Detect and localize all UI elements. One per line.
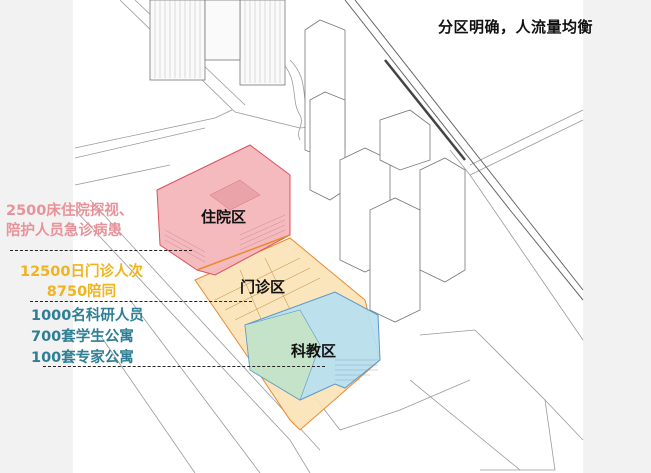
leader-line-inpatient [10, 250, 192, 251]
outpatient-note: 12500日门诊人次 8750陪同 [20, 262, 143, 302]
outpatient-note-line: 8750陪同 [46, 284, 117, 300]
inpatient-note-line: 2500床住院探视、 [6, 203, 134, 219]
outpatient-note-line: 12500日门诊人次 [20, 264, 143, 280]
inpatient-note-line: 陪护人员急诊病患 [6, 223, 122, 239]
research-note-line: 700套学生公寓 [31, 329, 134, 345]
research-note-line: 100套专家公寓 [31, 350, 134, 366]
zone-label-outpatient: 门诊区 [240, 278, 286, 296]
leader-line-research [43, 366, 325, 367]
zone-label-research: 科教区 [291, 342, 337, 360]
inpatient-note: 2500床住院探视、 陪护人员急诊病患 [6, 201, 133, 241]
zone-label-inpatient: 住院区 [201, 208, 247, 226]
research-note-line: 1000名科研人员 [31, 308, 144, 324]
research-note: 1000名科研人员 700套学生公寓 100套专家公寓 [31, 306, 144, 369]
diagram-title: 分区明确，人流量均衡 [438, 18, 594, 36]
leader-line-outpatient [30, 301, 252, 302]
